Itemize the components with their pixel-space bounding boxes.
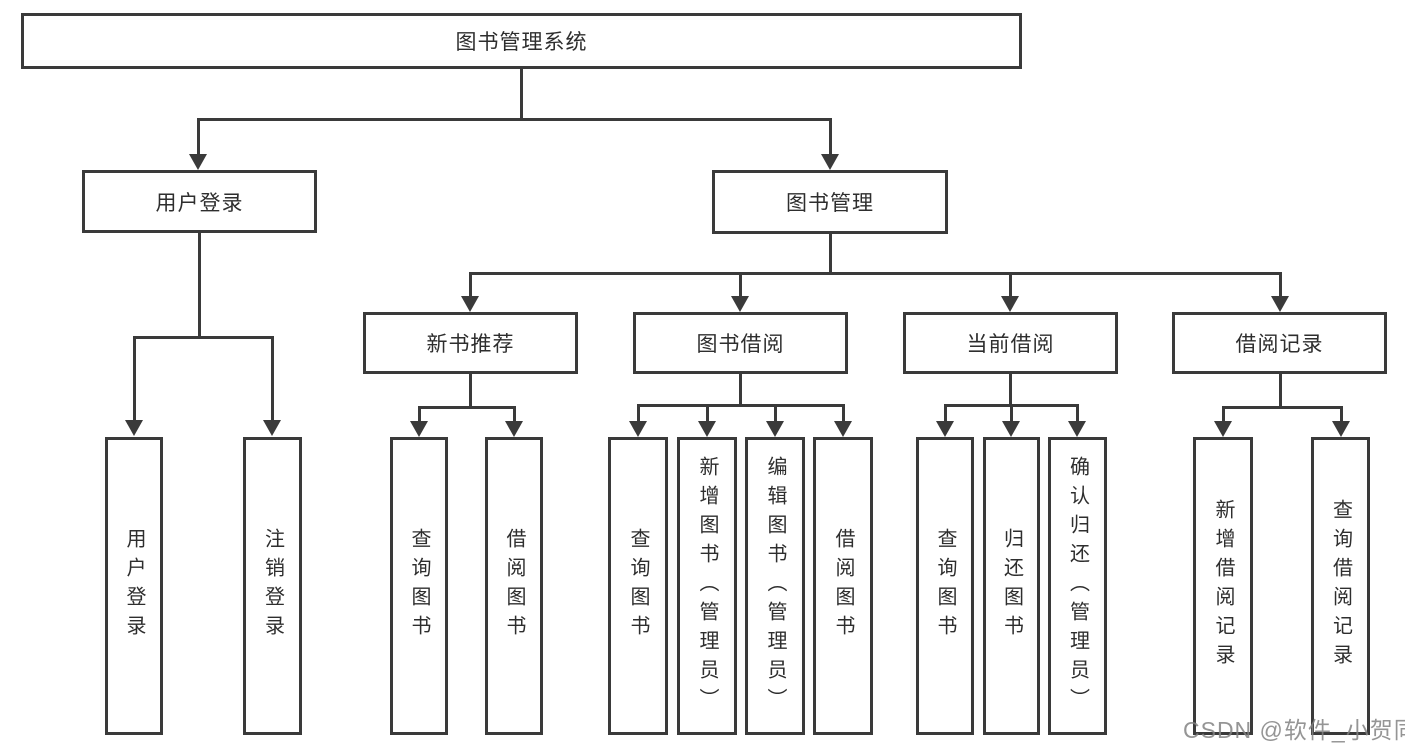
leaf-current-query-books-label: 查询图书 bbox=[934, 528, 956, 644]
leaf-borrow-books-label: 借阅图书 bbox=[832, 528, 854, 644]
connector-shaft bbox=[829, 118, 832, 155]
leaf-user-login: 用户登录 bbox=[105, 437, 163, 735]
connector-shaft bbox=[1279, 272, 1282, 297]
node-new-book-recommend: 新书推荐 bbox=[363, 312, 578, 374]
arrow-down-icon bbox=[263, 420, 281, 436]
connector-borrow-record-stem bbox=[1279, 374, 1282, 409]
leaf-newbook-query-books: 查询图书 bbox=[390, 437, 448, 735]
connector-shaft bbox=[197, 118, 200, 155]
node-user-login-label: 用户登录 bbox=[155, 191, 244, 215]
node-book-management: 图书管理 bbox=[712, 170, 948, 234]
arrow-down-icon bbox=[461, 296, 479, 312]
leaf-current-query-books: 查询图书 bbox=[916, 437, 974, 735]
arrow-down-icon bbox=[505, 421, 523, 437]
connector-root-stem bbox=[520, 69, 523, 118]
connector-new-book-stem bbox=[469, 374, 472, 409]
leaf-add-books-admin: 新增图书（管理员） bbox=[677, 437, 737, 735]
leaf-user-login-label: 用户登录 bbox=[123, 528, 145, 644]
connector-user-login-stem bbox=[198, 233, 201, 338]
leaf-borrow-query-books-label: 查询图书 bbox=[627, 528, 649, 644]
leaf-add-borrow-record: 新增借阅记录 bbox=[1193, 437, 1253, 735]
connector-shaft bbox=[469, 272, 472, 297]
leaf-borrow-query-books: 查询图书 bbox=[608, 437, 668, 735]
connector-book-mgmt-stem bbox=[829, 234, 832, 274]
node-borrow-record-label: 借阅记录 bbox=[1235, 333, 1324, 356]
connector-shaft bbox=[133, 336, 136, 421]
connector-book-borrow-bus bbox=[637, 404, 844, 407]
arrow-down-icon bbox=[1214, 421, 1232, 437]
arrow-down-icon bbox=[1001, 296, 1019, 312]
leaf-newbook-borrow-books-label: 借阅图书 bbox=[503, 528, 525, 644]
leaf-newbook-borrow-books: 借阅图书 bbox=[485, 437, 543, 735]
node-user-login: 用户登录 bbox=[82, 170, 317, 233]
node-book-borrow: 图书借阅 bbox=[633, 312, 848, 374]
leaf-logout: 注销登录 bbox=[243, 437, 302, 735]
connector-shaft bbox=[1009, 272, 1012, 297]
leaf-edit-books-admin-label: 编辑图书（管理员） bbox=[764, 455, 786, 717]
arrow-down-icon bbox=[410, 421, 428, 437]
leaf-edit-books-admin: 编辑图书（管理员） bbox=[745, 437, 805, 735]
node-book-borrow-label: 图书借阅 bbox=[696, 333, 785, 356]
leaf-confirm-return-admin: 确认归还（管理员） bbox=[1048, 437, 1107, 735]
arrow-down-icon bbox=[834, 421, 852, 437]
connector-new-book-bus bbox=[418, 406, 516, 409]
node-new-book-label: 新书推荐 bbox=[426, 333, 515, 356]
leaf-return-books-label: 归还图书 bbox=[1000, 528, 1023, 644]
connector-shaft bbox=[1340, 406, 1343, 422]
connector-root-bus bbox=[197, 118, 832, 121]
connector-shaft bbox=[1010, 404, 1013, 422]
connector-current-borrow-stem bbox=[1009, 374, 1012, 407]
arrow-down-icon bbox=[1002, 421, 1020, 437]
connector-shaft bbox=[706, 404, 709, 422]
connector-shaft bbox=[739, 272, 742, 297]
connector-shaft bbox=[944, 404, 947, 422]
arrow-down-icon bbox=[821, 154, 839, 170]
connector-book-borrow-stem bbox=[739, 374, 742, 407]
arrow-down-icon bbox=[766, 421, 784, 437]
node-current-borrow-label: 当前借阅 bbox=[966, 333, 1055, 356]
arrow-down-icon bbox=[125, 420, 143, 436]
leaf-add-books-admin-label: 新增图书（管理员） bbox=[696, 455, 718, 717]
node-current-borrow: 当前借阅 bbox=[903, 312, 1118, 374]
arrow-down-icon bbox=[936, 421, 954, 437]
leaf-add-borrow-record-label: 新增借阅记录 bbox=[1212, 499, 1234, 673]
connector-book-mgmt-bus bbox=[469, 272, 1282, 275]
leaf-return-books: 归还图书 bbox=[983, 437, 1040, 735]
arrow-down-icon bbox=[629, 421, 647, 437]
node-borrow-record: 借阅记录 bbox=[1172, 312, 1387, 374]
connector-shaft bbox=[513, 406, 516, 422]
connector-shaft bbox=[774, 404, 777, 422]
connector-shaft bbox=[1222, 406, 1225, 422]
connector-shaft bbox=[1076, 404, 1079, 422]
connector-shaft bbox=[271, 336, 274, 421]
connector-shaft bbox=[418, 406, 421, 422]
arrow-down-icon bbox=[1068, 421, 1086, 437]
leaf-confirm-return-admin-label: 确认归还（管理员） bbox=[1066, 455, 1089, 717]
leaf-query-borrow-record: 查询借阅记录 bbox=[1311, 437, 1370, 735]
leaf-borrow-books: 借阅图书 bbox=[813, 437, 873, 735]
connector-user-login-bus bbox=[133, 336, 274, 339]
leaf-newbook-query-books-label: 查询图书 bbox=[408, 528, 430, 644]
node-root-system: 图书管理系统 bbox=[21, 13, 1022, 69]
arrow-down-icon bbox=[731, 296, 749, 312]
arrow-down-icon bbox=[1332, 421, 1350, 437]
watermark: CSDN @软件_小贺同学 bbox=[1183, 717, 1405, 743]
node-root-label: 图书管理系统 bbox=[455, 31, 588, 54]
connector-shaft bbox=[637, 404, 640, 422]
node-book-management-label: 图书管理 bbox=[786, 192, 874, 215]
arrow-down-icon bbox=[189, 154, 207, 170]
arrow-down-icon bbox=[698, 421, 716, 437]
connector-borrow-record-bus bbox=[1222, 406, 1342, 409]
connector-shaft bbox=[842, 404, 845, 422]
leaf-query-borrow-record-label: 查询借阅记录 bbox=[1329, 499, 1352, 673]
leaf-logout-label: 注销登录 bbox=[261, 528, 284, 644]
arrow-down-icon bbox=[1271, 296, 1289, 312]
